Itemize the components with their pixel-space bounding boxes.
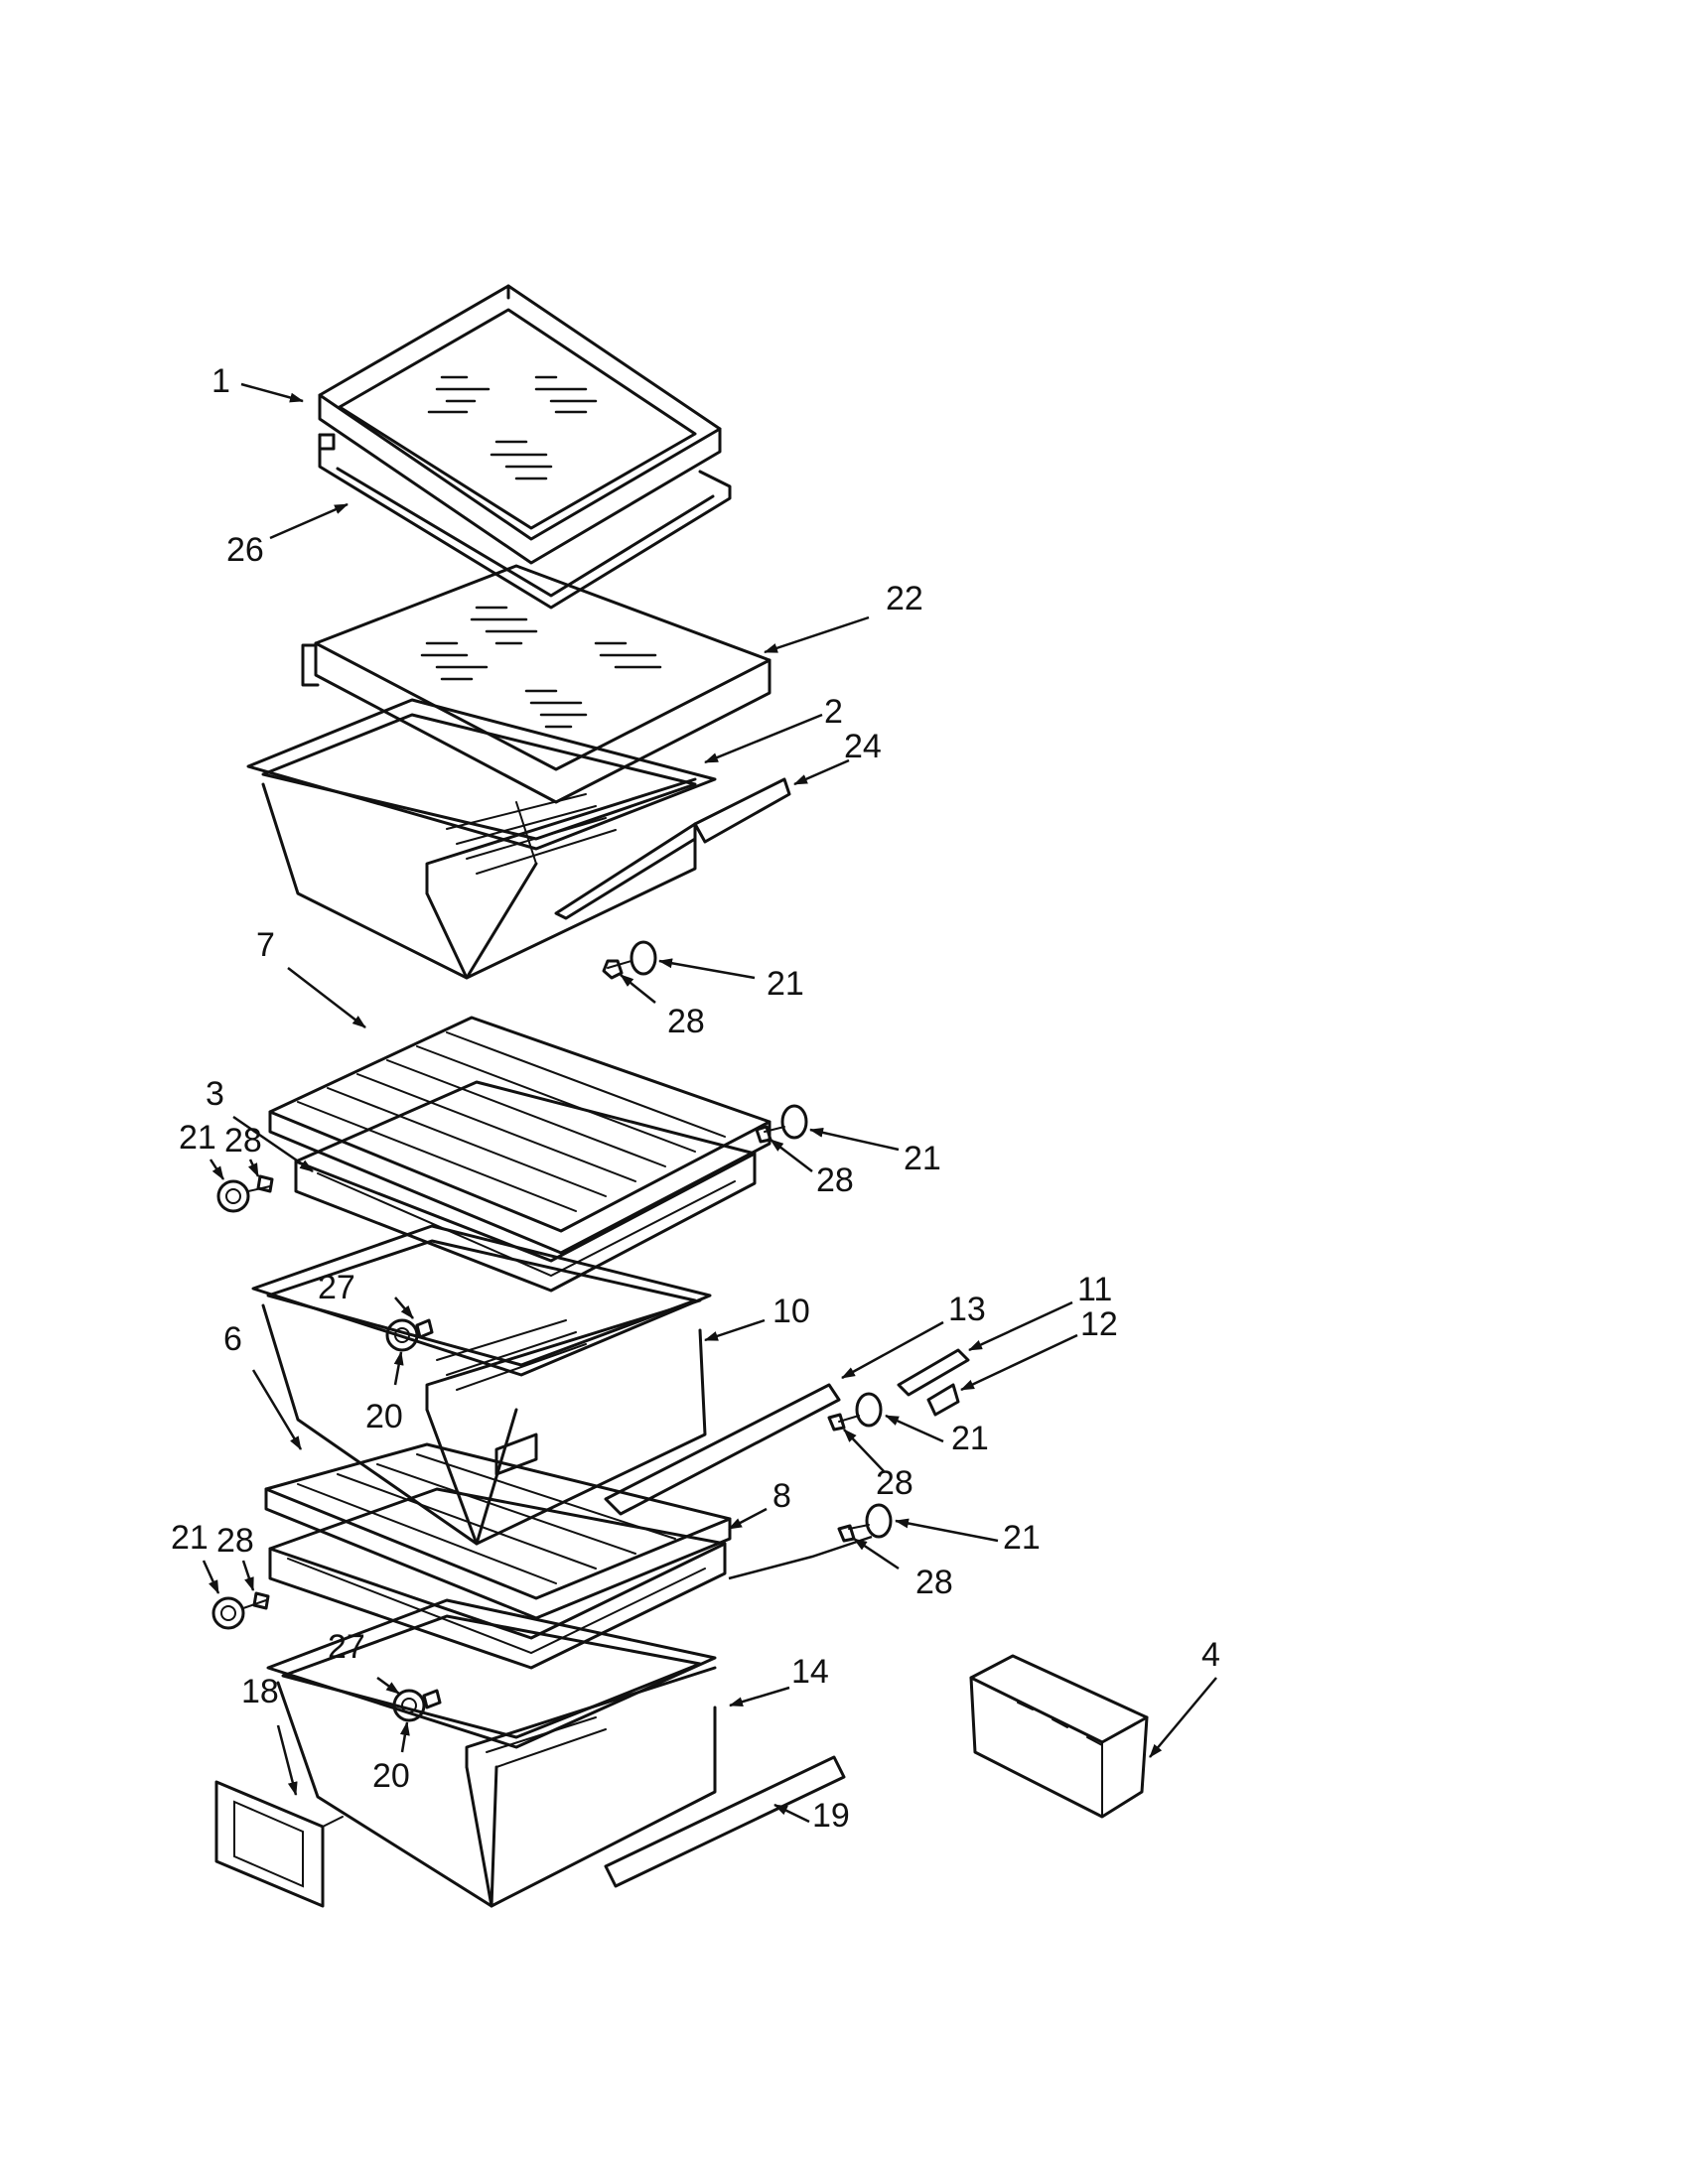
roller-part-27-20-upper [385,1318,434,1352]
clip-part-12 [926,1383,960,1417]
shelf-frame-part-8 [268,1487,727,1670]
crisper-drawer-part-14 [266,1598,717,1908]
crisper-drawer-part-10 [251,1224,712,1546]
cover-frame-part-3 [294,1080,757,1293]
callout-20-b: 20 [372,1757,410,1795]
callout-28-f: 28 [216,1522,254,1560]
bolt-part-28-lower-right-a [827,1413,846,1432]
callout-11: 11 [1077,1271,1112,1308]
callout-labels: 1 26 22 2 24 7 21 28 3 21 28 21 28 27 20… [171,362,1220,1835]
callout-24: 24 [844,728,882,765]
callout-6: 6 [223,1320,242,1358]
rail-part-19 [604,1755,846,1888]
callout-1: 1 [211,362,230,400]
roller-part-27-20-lower [392,1689,442,1722]
bolt-part-28-mid-right [755,1125,772,1144]
crisper-cover-part-7 [268,1016,772,1255]
callout-18: 18 [241,1673,279,1710]
leader-lines [202,382,1217,1824]
callout-13: 13 [948,1291,986,1328]
glass-panel-part-22 [301,564,772,804]
callout-14: 14 [791,1653,829,1691]
callout-28-e: 28 [915,1564,953,1601]
crisper-drawer-part-2 [246,698,717,980]
callout-21-e: 21 [1003,1519,1041,1557]
rail-part-24 [693,777,791,844]
callout-20-a: 20 [365,1398,403,1435]
callout-3: 3 [206,1075,224,1113]
callout-10: 10 [772,1293,810,1330]
bolt-part-28-lower-right-b [837,1524,856,1543]
callout-21-a: 21 [767,965,804,1003]
callout-2: 2 [824,693,843,731]
wheel-part-21-upper-right [607,940,657,976]
callout-28-d: 28 [876,1464,913,1502]
glass-shelf-part-1 [318,284,722,565]
callout-21-b: 21 [179,1119,216,1157]
shelf-frame-part-26 [318,433,732,610]
callout-12: 12 [1080,1305,1118,1343]
door-bin-part-4 [969,1654,1149,1819]
wheel-part-21-lower-right-b [848,1503,893,1539]
callout-28-a: 28 [667,1003,705,1040]
wheel-part-21-lower-right-a [838,1392,883,1428]
callout-28-b: 28 [224,1122,262,1160]
callout-28-c: 28 [816,1161,854,1199]
callout-7: 7 [256,926,275,964]
callout-21-d: 21 [951,1420,989,1457]
callout-8: 8 [772,1477,791,1515]
callout-22: 22 [886,580,923,617]
bolt-part-28-mid-left [256,1174,274,1193]
callout-21-f: 21 [171,1519,209,1557]
callout-4: 4 [1201,1636,1220,1674]
callout-27-a: 27 [318,1269,355,1306]
callout-27-b: 27 [328,1628,365,1666]
bolt-part-28-lower-left [252,1591,270,1610]
rail-part-13 [604,1383,841,1516]
bolt-part-28-upper-right [602,959,624,980]
wheel-part-21-mid-left [216,1179,271,1213]
label-frame-part-18 [214,1780,344,1908]
callout-26: 26 [226,531,264,569]
callout-21-c: 21 [904,1140,941,1177]
callout-19: 19 [812,1797,850,1835]
clip-part-11 [897,1348,970,1397]
wheel-part-21-lower-left [211,1596,267,1630]
